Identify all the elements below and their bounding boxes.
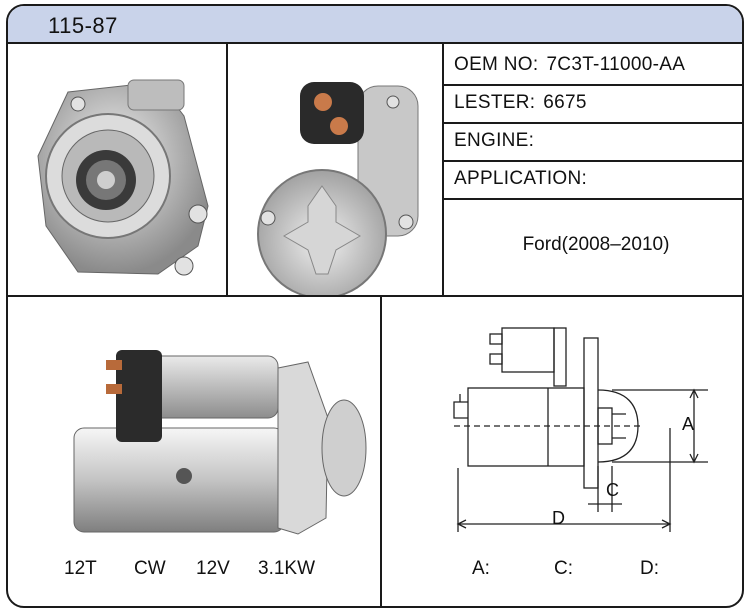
application-label: APPLICATION:	[454, 168, 588, 189]
header-bar: 115-87	[8, 6, 742, 44]
starter-rear-view	[228, 46, 442, 299]
divider-v3	[380, 296, 382, 606]
divider-spec1	[442, 84, 742, 86]
model-number: 115-87	[48, 13, 118, 38]
divider-v1	[226, 44, 228, 296]
rating-voltage: 12V	[196, 558, 230, 579]
divider-h-main	[8, 295, 742, 297]
spec-engine: ENGINE:	[444, 124, 742, 160]
oem-label: OEM NO:	[454, 54, 539, 75]
starter-side-view	[8, 298, 380, 548]
dim-a-label: A:	[472, 558, 490, 579]
spec-oem: OEM NO: 7C3T-11000-AA	[444, 46, 742, 84]
lester-value: 6675	[543, 92, 587, 113]
application-text: Ford(2008–2010)	[522, 234, 670, 255]
rating-rotation: CW	[134, 558, 166, 579]
diagram-label-d: D	[552, 508, 565, 528]
divider-spec2	[442, 122, 742, 124]
divider-v2	[442, 44, 444, 296]
dim-c-label: C:	[554, 558, 573, 579]
oem-value: 7C3T-11000-AA	[546, 54, 686, 75]
divider-spec4	[442, 198, 742, 200]
divider-spec3	[442, 160, 742, 162]
lester-label: LESTER:	[454, 92, 536, 113]
product-sheet: 115-87	[6, 4, 744, 608]
spec-application: APPLICATION:	[444, 162, 742, 198]
spec-lester: LESTER: 6675	[444, 86, 742, 122]
dimension-diagram: A C D	[382, 298, 742, 548]
dim-d-label: D:	[640, 558, 659, 579]
rating-power: 3.1KW	[258, 558, 316, 579]
engine-label: ENGINE:	[454, 130, 535, 151]
starter-front-view	[8, 46, 226, 295]
diagram-label-a: A	[682, 414, 695, 434]
rating-teeth: 12T	[64, 558, 97, 579]
diagram-label-c: C	[606, 480, 619, 500]
